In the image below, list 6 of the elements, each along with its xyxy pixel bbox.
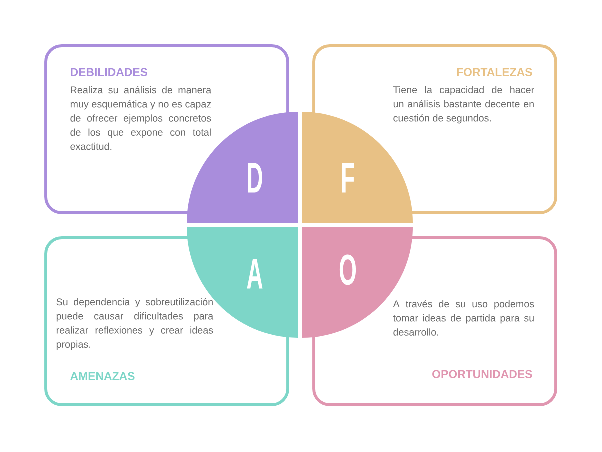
card-text: Tiene la capacidad de hacer un análisis bastante decente en cuestión de segundos. (394, 86, 534, 124)
card-heading: FORTALEZAS (457, 68, 532, 76)
card-heading: OPORTUNIDADES (432, 370, 532, 378)
card-heading: DEBILIDADES (71, 68, 148, 76)
card-text: Realiza su análisis de manera muy esquemática y no es capaz de ofrecer ejemplos concretos de los que expone con total exactitud. (70, 86, 212, 150)
card-heading: AMENAZAS (70, 372, 135, 380)
